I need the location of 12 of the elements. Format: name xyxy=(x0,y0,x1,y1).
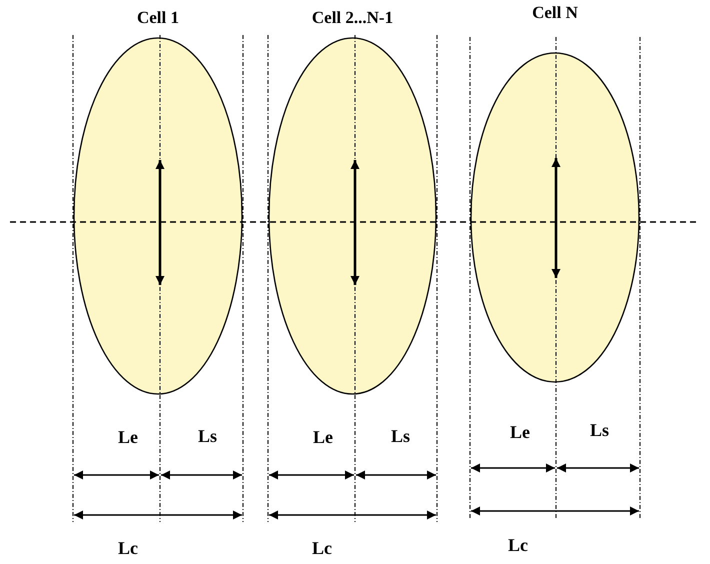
dimension-label: Ls xyxy=(198,426,218,446)
dimension-label: Lc xyxy=(118,538,138,558)
dimension-label: Lc xyxy=(508,535,528,555)
dimension-label: Le xyxy=(313,427,333,447)
dimension-label: Ls xyxy=(590,420,610,440)
cell-title: Cell N xyxy=(531,3,579,23)
cell-title: Cell 1 xyxy=(136,8,180,28)
dimension-label: Lc xyxy=(312,538,332,558)
dimension-label: Ls xyxy=(391,426,410,446)
cell-title: Cell 2...N-1 xyxy=(310,8,394,28)
dimension-label: Le xyxy=(510,422,530,442)
dimension-label: Le xyxy=(118,427,138,447)
